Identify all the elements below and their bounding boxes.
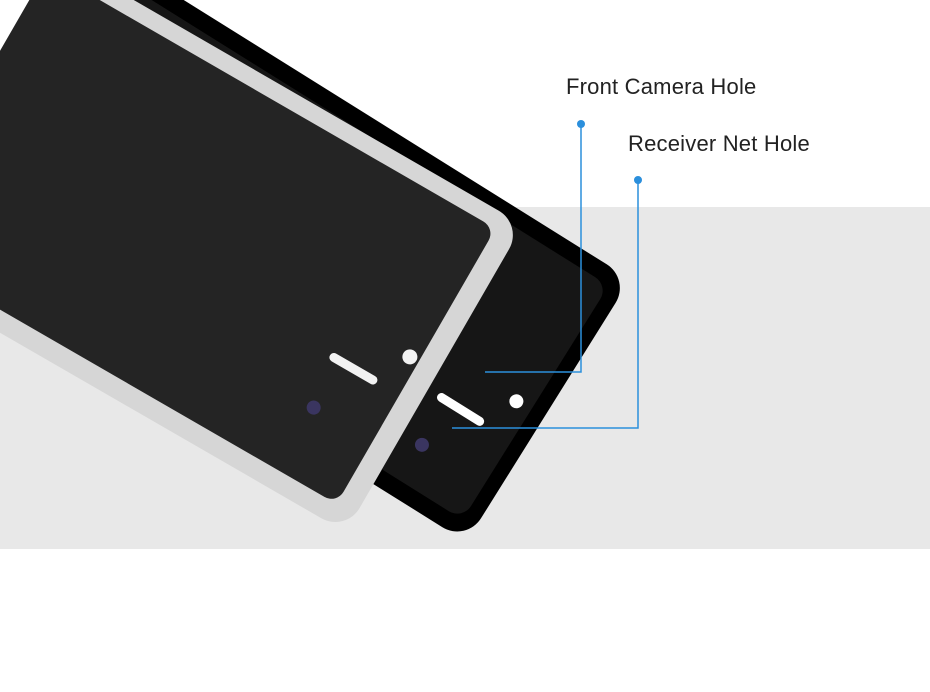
receiver-callout-dot	[634, 176, 642, 184]
front-camera-callout	[485, 120, 585, 373]
front-camera-callout-line	[485, 124, 582, 373]
white-phone-screen	[0, 0, 491, 499]
receiver-slot-icon	[437, 393, 485, 426]
sensor-icon	[306, 400, 321, 415]
front-camera-callout-dot	[577, 120, 585, 128]
camera-icon	[402, 349, 418, 365]
receiver-net-hole-label: Receiver Net Hole	[628, 131, 810, 156]
speaker-slot-icon	[329, 352, 378, 385]
receiver-callout-line	[452, 180, 639, 429]
white-phone	[0, 0, 513, 522]
proximity-sensor-icon	[414, 437, 429, 452]
front-camera-hole-label: Front Camera Hole	[566, 74, 757, 99]
front-camera-hole-icon	[509, 394, 524, 409]
receiver-callout	[452, 176, 642, 429]
